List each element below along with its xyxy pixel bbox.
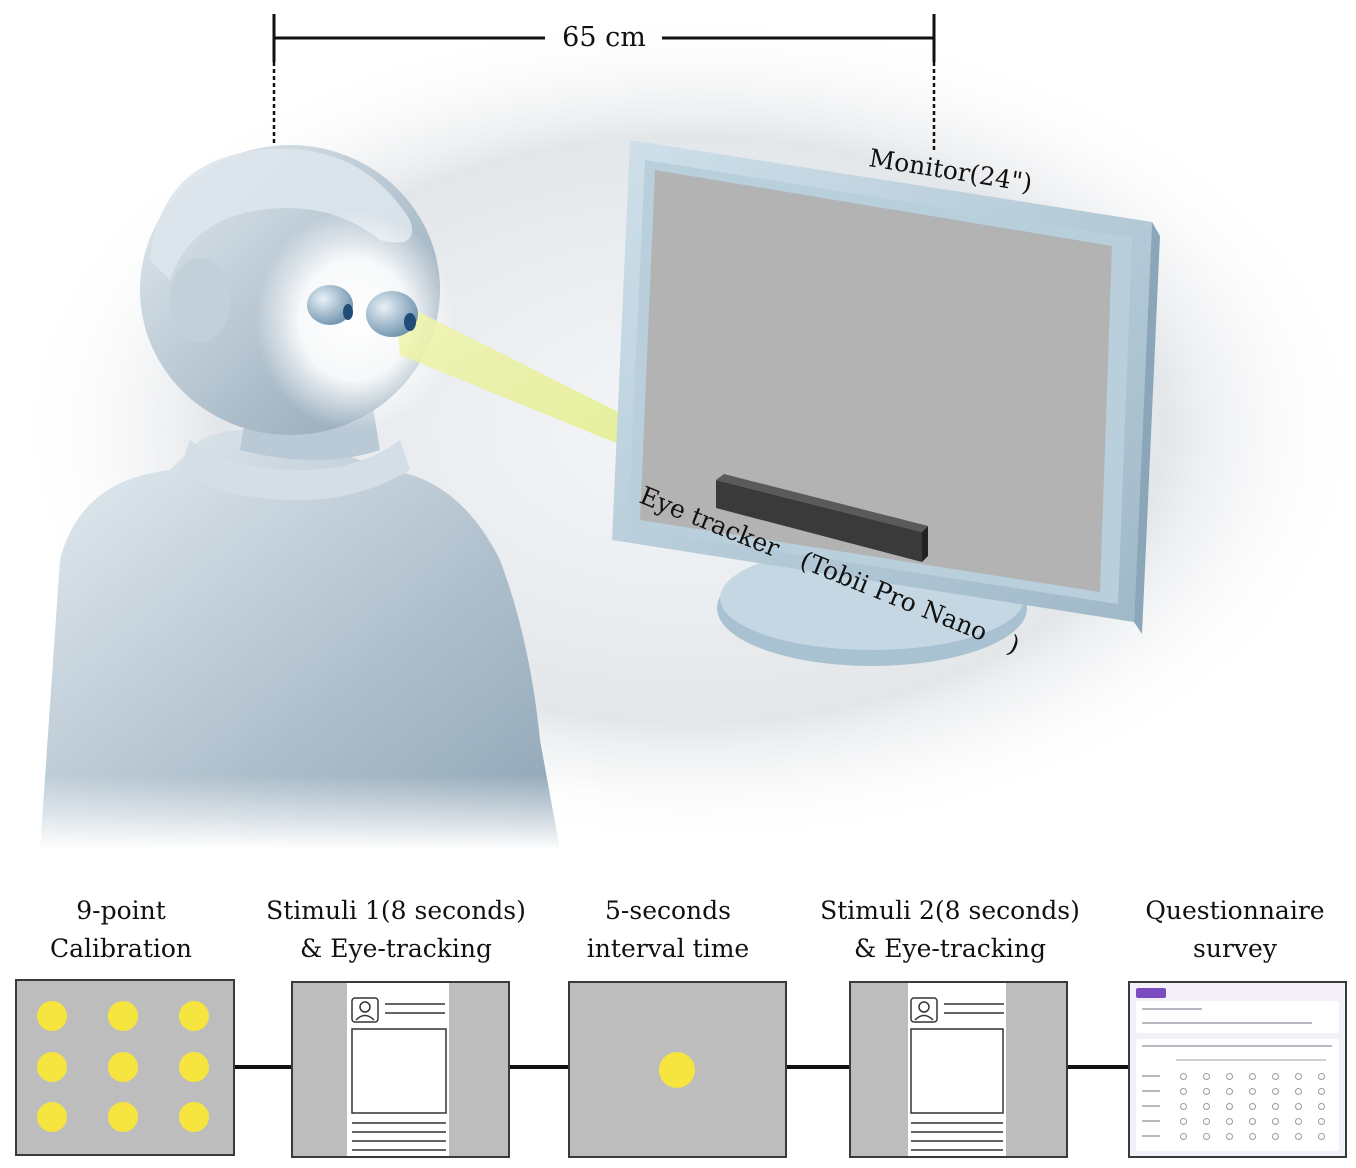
form-radio-option <box>1272 1088 1279 1095</box>
form-radio-option <box>1318 1088 1325 1095</box>
form-radio-option <box>1226 1133 1233 1140</box>
stimuli-1-panel <box>291 981 510 1158</box>
form-radio-option <box>1203 1133 1210 1140</box>
step-label-stimuli-2: Stimuli 2(8 seconds) & Eye-tracking <box>804 892 1096 968</box>
form-radio-option <box>1272 1133 1279 1140</box>
form-radio-option <box>1203 1118 1210 1125</box>
form-row-label <box>1142 1120 1160 1122</box>
form-radio-option <box>1272 1073 1279 1080</box>
form-radio-option <box>1295 1103 1302 1110</box>
step-label-line1: 5-seconds <box>605 896 731 925</box>
form-radio-option <box>1203 1103 1210 1110</box>
step-label-line2: survey <box>1193 934 1277 963</box>
experiment-setup-illustration: 65 cm <box>0 10 1356 850</box>
form-radio-option <box>1318 1103 1325 1110</box>
step-label-line2: & Eye-tracking <box>854 934 1046 963</box>
eye-tracker-device <box>716 474 928 562</box>
interval-panel <box>568 981 787 1158</box>
form-radio-option <box>1180 1118 1187 1125</box>
form-radio-option <box>1180 1103 1187 1110</box>
eyes <box>307 285 418 337</box>
calibration-dot <box>108 1001 138 1031</box>
calibration-dot <box>37 1001 67 1031</box>
step-label-stimuli-1: Stimuli 1(8 seconds) & Eye-tracking <box>250 892 542 968</box>
form-radio-option <box>1226 1103 1233 1110</box>
form-radio-option <box>1249 1103 1256 1110</box>
calibration-dot <box>179 1102 209 1132</box>
distance-dimension <box>272 14 936 152</box>
form-radio-option <box>1180 1133 1187 1140</box>
step-label-line1: Stimuli 2(8 seconds) <box>820 896 1080 925</box>
form-radio-option <box>1318 1073 1325 1080</box>
form-radio-option <box>1295 1073 1302 1080</box>
stimuli-2-panel <box>849 981 1068 1158</box>
form-radio-option <box>1272 1118 1279 1125</box>
flow-connector <box>509 1065 569 1069</box>
form-text-line <box>1142 1045 1332 1047</box>
form-radio-option <box>1272 1103 1279 1110</box>
calibration-dot <box>37 1102 67 1132</box>
form-radio-option <box>1249 1133 1256 1140</box>
social-post-mockup <box>347 983 449 1156</box>
form-card <box>1136 1039 1339 1151</box>
form-radio-option <box>1226 1088 1233 1095</box>
questionnaire-panel <box>1128 981 1347 1158</box>
form-radio-option <box>1180 1073 1187 1080</box>
calibration-dot <box>37 1052 67 1082</box>
form-radio-option <box>1295 1133 1302 1140</box>
form-text-line <box>1142 1008 1202 1010</box>
form-radio-option <box>1295 1118 1302 1125</box>
form-row-label <box>1142 1105 1160 1107</box>
form-radio-option <box>1295 1088 1302 1095</box>
form-radio-option <box>1180 1088 1187 1095</box>
step-label-line1: Stimuli 1(8 seconds) <box>266 896 526 925</box>
step-label-line2: interval time <box>586 934 750 963</box>
post-layout <box>351 997 447 1151</box>
step-label-questionnaire: Questionnaire survey <box>1130 892 1340 968</box>
form-radio-option <box>1203 1073 1210 1080</box>
form-text-line <box>1142 1022 1312 1024</box>
fixation-dot <box>659 1052 695 1088</box>
form-section-chip <box>1136 988 1166 998</box>
calibration-dot <box>108 1102 138 1132</box>
person-figure <box>0 145 600 850</box>
distance-label: 65 cm <box>562 22 646 53</box>
step-label-line2: & Eye-tracking <box>300 934 492 963</box>
form-radio-option <box>1318 1133 1325 1140</box>
form-radio-option <box>1249 1073 1256 1080</box>
calibration-dot <box>179 1052 209 1082</box>
form-radio-option <box>1203 1088 1210 1095</box>
form-radio-option <box>1249 1118 1256 1125</box>
form-text-line <box>1176 1059 1326 1061</box>
flow-connector <box>1067 1065 1129 1069</box>
form-radio-option <box>1226 1118 1233 1125</box>
step-label-calibration: 9-point Calibration <box>25 892 217 968</box>
form-row-label <box>1142 1090 1160 1092</box>
form-row-label <box>1142 1075 1160 1077</box>
form-card <box>1136 1001 1339 1033</box>
calibration-panel <box>15 979 235 1156</box>
step-label-line1: Questionnaire <box>1145 896 1325 925</box>
flow-connector <box>786 1065 850 1069</box>
step-label-line2: Calibration <box>49 934 193 963</box>
step-label-line1: 9-point <box>76 896 166 925</box>
form-radio-option <box>1318 1118 1325 1125</box>
post-layout <box>910 997 1004 1151</box>
form-radio-option <box>1226 1073 1233 1080</box>
calibration-dot <box>108 1052 138 1082</box>
form-row-label <box>1142 1135 1160 1137</box>
step-label-interval: 5-seconds interval time <box>568 892 768 968</box>
calibration-dot <box>179 1001 209 1031</box>
form-radio-option <box>1249 1088 1256 1095</box>
social-post-mockup <box>908 983 1006 1156</box>
flow-connector <box>234 1065 292 1069</box>
